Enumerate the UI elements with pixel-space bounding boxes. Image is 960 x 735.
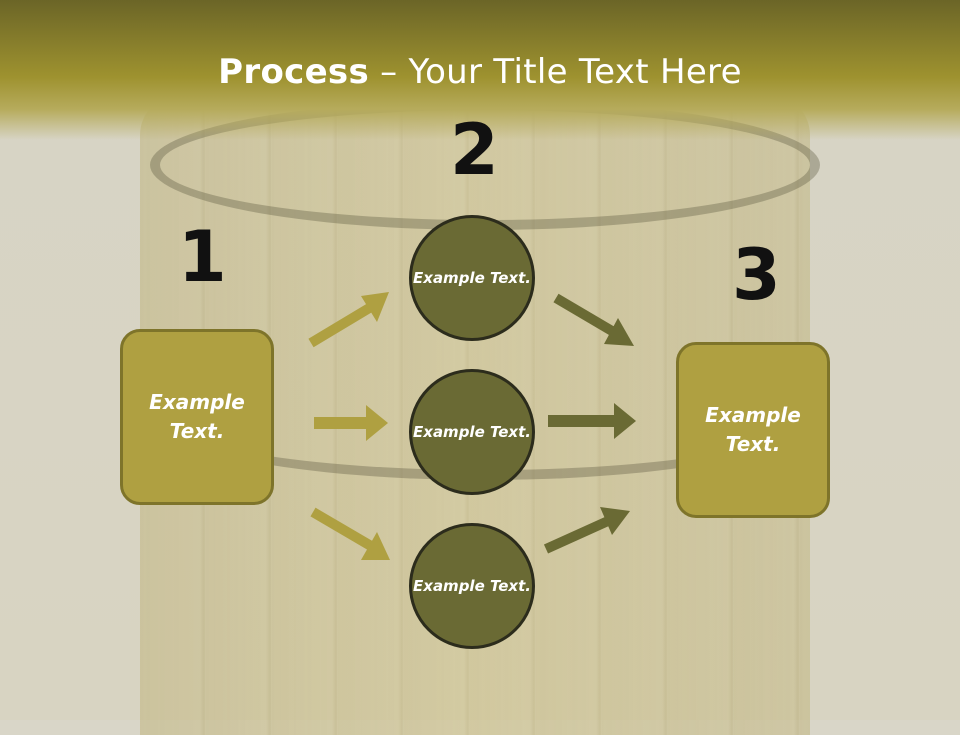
circle-middle-text: Example Text.: [413, 422, 531, 441]
step-2-circle-bottom: Example Text.: [409, 523, 535, 649]
arrow-middle-to-right: [548, 403, 636, 439]
arrow-left-to-top: [308, 292, 389, 348]
arrow-left-to-middle: [314, 405, 388, 441]
arrow-top-to-right: [553, 293, 634, 346]
arrows-layer: [308, 292, 636, 560]
arrow-left-to-bottom: [310, 507, 390, 560]
title-banner: [0, 0, 960, 140]
circle-bottom-text: Example Text.: [413, 576, 531, 595]
step-number-1: 1: [178, 216, 227, 298]
title-rest: – Your Title Text Here: [369, 52, 742, 92]
arrow-bottom-to-right: [543, 507, 630, 554]
slide-title: Process – Your Title Text Here: [0, 52, 960, 92]
step-2-circle-middle: Example Text.: [409, 369, 535, 495]
step-3-box-text: Example Text.: [705, 403, 801, 456]
circle-top-text: Example Text.: [413, 268, 531, 287]
title-bold: Process: [218, 52, 370, 92]
step-1-box: Example Text.: [120, 329, 274, 505]
step-number-3: 3: [732, 234, 781, 316]
step-1-box-text: Example Text.: [149, 390, 245, 443]
step-number-2: 2: [450, 109, 499, 191]
step-2-circle-top: Example Text.: [409, 215, 535, 341]
step-3-box: Example Text.: [676, 342, 830, 518]
